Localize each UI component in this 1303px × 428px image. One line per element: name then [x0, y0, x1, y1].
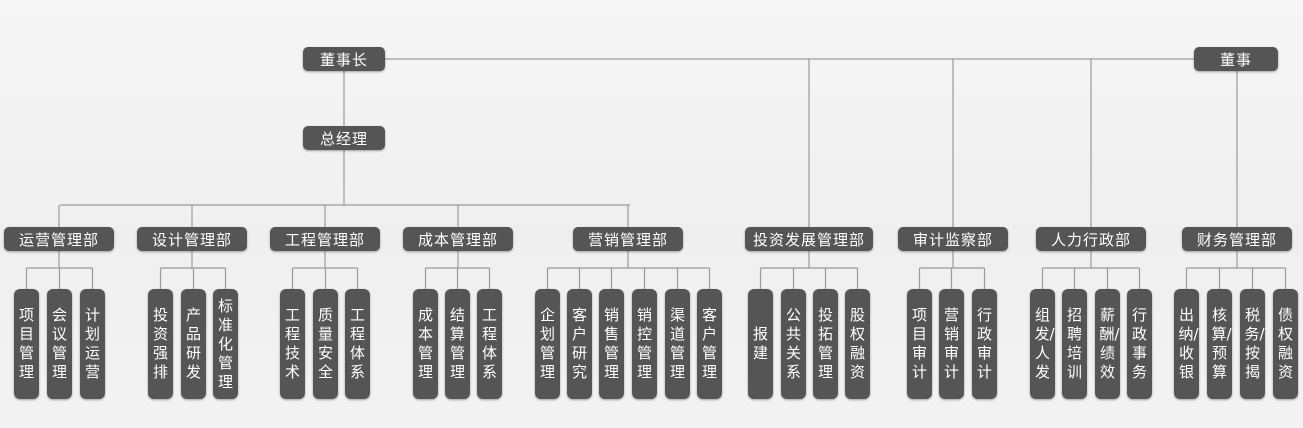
sub-unit-box: 项目审计	[907, 289, 932, 399]
sub-unit-box: 投资强排	[148, 289, 173, 399]
department-box-7: 审计监察部	[898, 227, 1008, 251]
sub-unit-label: 客户管理	[701, 306, 717, 381]
sub-unit-box: 工程体系	[477, 289, 502, 399]
sub-unit-label: 客户研究	[571, 306, 587, 381]
sub-unit-label: 工程体系	[349, 306, 365, 381]
sub-unit-box: 结算管理	[445, 289, 470, 399]
sub-unit-label: 组发/人发	[1034, 306, 1055, 381]
sub-unit-box: 计划运营	[80, 289, 105, 399]
sub-unit-label: 计划运营	[84, 306, 100, 381]
department-box-5: 营销管理部	[573, 227, 683, 251]
sub-unit-label: 营销审计	[943, 306, 959, 381]
sub-unit-label: 税务/按揭	[1244, 306, 1265, 381]
sub-unit-label: 企划管理	[539, 306, 555, 381]
sub-unit-box: 成本管理	[413, 289, 438, 399]
sub-unit-box: 公共关系	[781, 289, 806, 399]
sub-unit-label: 标准化管理	[217, 296, 233, 391]
sub-unit-box: 营销审计	[939, 289, 964, 399]
sub-unit-label: 工程体系	[481, 306, 497, 381]
sub-unit-label: 股权融资	[849, 306, 865, 381]
sub-unit-box: 销控管理	[632, 289, 657, 399]
sub-unit-box: 产品研发	[181, 289, 206, 399]
sub-unit-label: 渠道管理	[669, 306, 685, 381]
sub-unit-label: 结算管理	[449, 306, 465, 381]
sub-unit-label: 薪酬/绩效	[1099, 306, 1120, 381]
sub-unit-box: 客户研究	[567, 289, 592, 399]
sub-unit-box: 企划管理	[535, 289, 560, 399]
sub-unit-label: 公共关系	[785, 306, 801, 381]
sub-unit-box: 招聘培训	[1062, 289, 1087, 399]
sub-unit-box: 股权融资	[845, 289, 870, 399]
sub-unit-label: 投拓管理	[817, 306, 833, 381]
sub-unit-label: 债权融资	[1277, 306, 1293, 381]
sub-unit-box: 会议管理	[47, 289, 72, 399]
sub-unit-label: 出纳/收银	[1178, 306, 1199, 381]
sub-unit-box: 行政审计	[972, 289, 997, 399]
sub-unit-box: 投拓管理	[813, 289, 838, 399]
sub-unit-box: 报建	[748, 289, 773, 399]
sub-unit-label: 销售管理	[603, 306, 619, 381]
department-box-8: 人力行政部	[1036, 227, 1146, 251]
sub-unit-label: 核算/预算	[1211, 306, 1232, 381]
general-manager-box: 总经理	[303, 126, 385, 150]
sub-unit-label: 行政审计	[976, 306, 992, 381]
sub-unit-box: 出纳/收银	[1174, 289, 1199, 399]
sub-unit-box: 质量安全	[313, 289, 338, 399]
sub-unit-label: 招聘培训	[1066, 306, 1082, 381]
department-box-3: 工程管理部	[270, 227, 380, 251]
chairman-box: 董事长	[303, 47, 385, 71]
sub-unit-box: 销售管理	[599, 289, 624, 399]
sub-unit-box: 行政事务	[1127, 289, 1152, 399]
sub-unit-label: 产品研发	[185, 306, 201, 381]
sub-unit-box: 组发/人发	[1030, 289, 1055, 399]
director-box: 董事	[1194, 47, 1278, 71]
sub-unit-box: 债权融资	[1273, 289, 1298, 399]
sub-unit-box: 标准化管理	[213, 289, 238, 399]
sub-unit-label: 项目审计	[911, 306, 927, 381]
sub-unit-label: 行政事务	[1131, 306, 1147, 381]
department-box-1: 运营管理部	[4, 227, 114, 251]
sub-unit-label: 销控管理	[636, 306, 652, 381]
sub-unit-label: 报建	[752, 325, 768, 362]
sub-unit-box: 工程体系	[345, 289, 370, 399]
sub-unit-label: 会议管理	[51, 306, 67, 381]
sub-unit-label: 项目管理	[18, 306, 34, 381]
department-box-9: 财务管理部	[1182, 227, 1292, 251]
department-box-6: 投资发展管理部	[745, 227, 873, 251]
sub-unit-label: 工程技术	[284, 306, 300, 381]
sub-unit-box: 客户管理	[697, 289, 722, 399]
sub-unit-box: 薪酬/绩效	[1095, 289, 1120, 399]
department-box-2: 设计管理部	[137, 227, 247, 251]
sub-unit-box: 渠道管理	[665, 289, 690, 399]
sub-unit-box: 工程技术	[280, 289, 305, 399]
sub-unit-label: 质量安全	[317, 306, 333, 381]
sub-unit-label: 成本管理	[417, 306, 433, 381]
sub-unit-box: 项目管理	[14, 289, 39, 399]
sub-unit-label: 投资强排	[152, 306, 168, 381]
sub-unit-box: 税务/按揭	[1240, 289, 1265, 399]
department-box-4: 成本管理部	[403, 227, 513, 251]
sub-unit-box: 核算/预算	[1207, 289, 1232, 399]
